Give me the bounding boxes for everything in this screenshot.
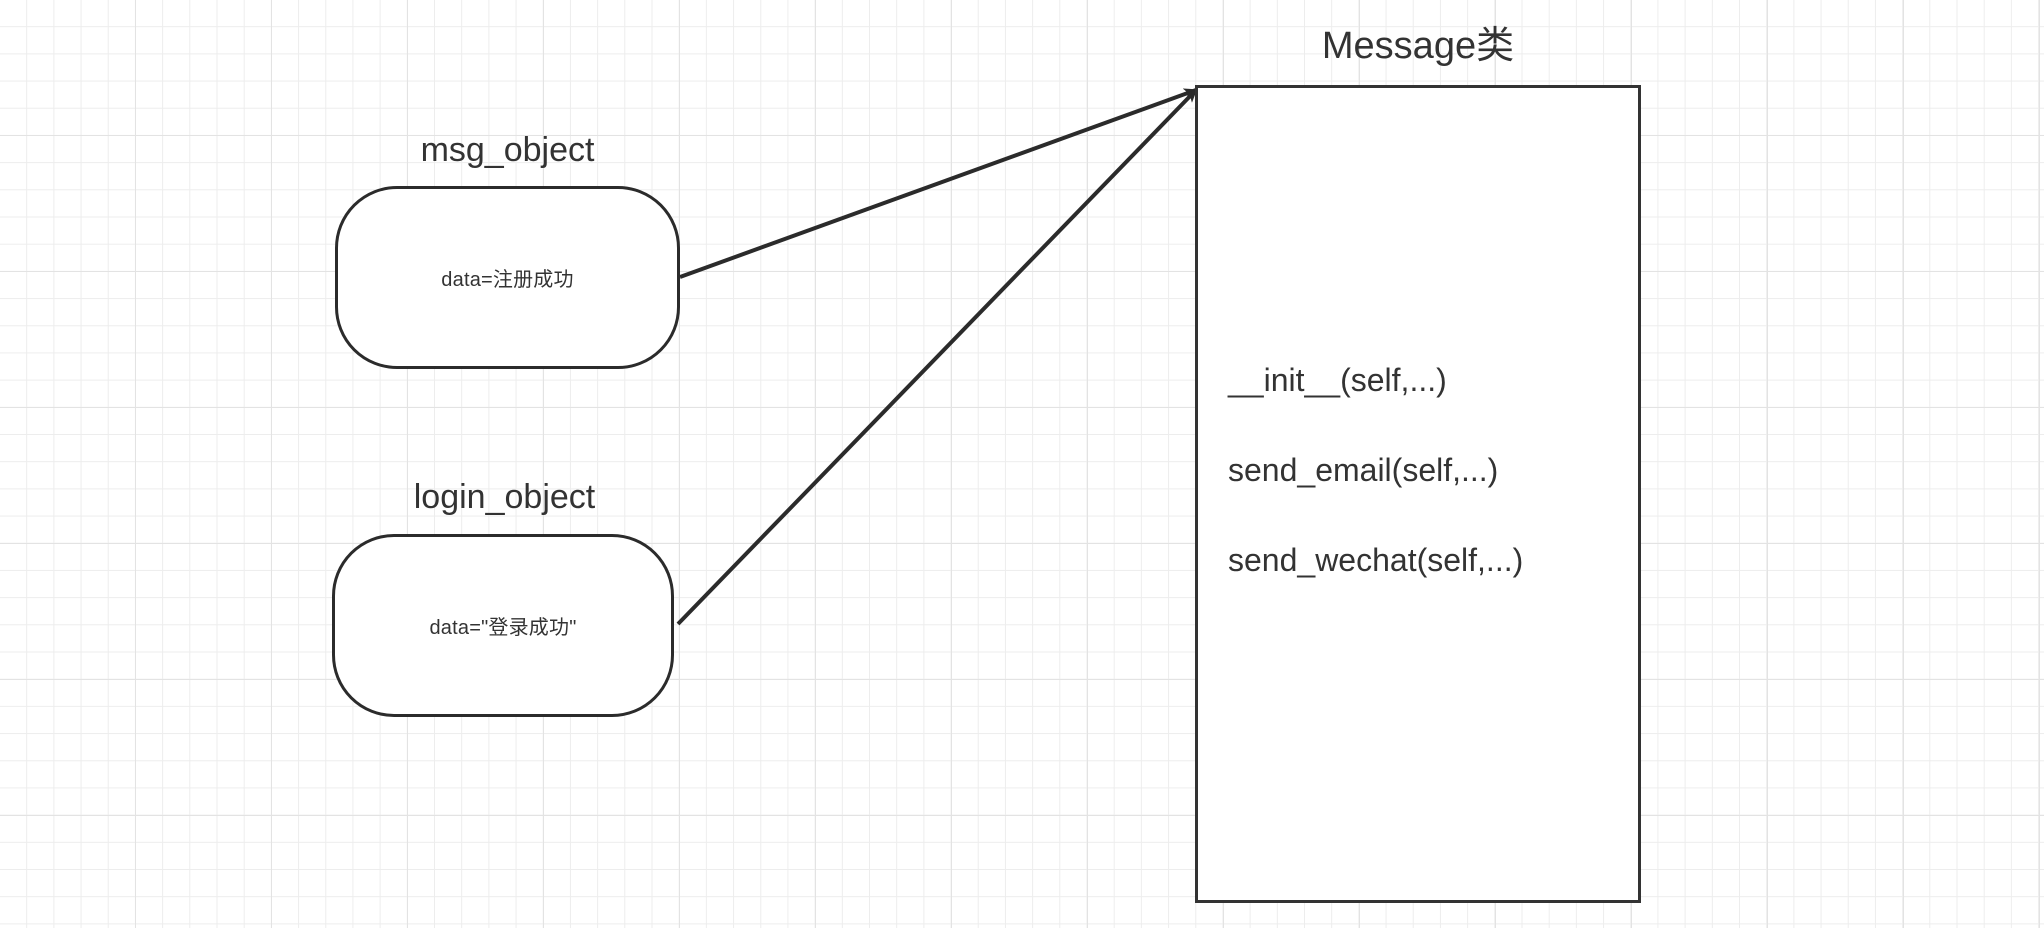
class-title-message: Message类 [1321,25,1515,67]
class-method-list: __init__(self,...) send_email(self,...) … [1228,335,1523,605]
node-msg-object-text: data=注册成功 [441,269,574,291]
node-login-object-text: data="登录成功" [429,617,577,639]
class-method-init[interactable]: __init__(self,...) [1228,362,1447,398]
class-method-send-email[interactable]: send_email(self,...) [1228,452,1499,488]
node-msg-object[interactable]: data=注册成功 [335,186,680,369]
node-login-object[interactable]: data="登录成功" [332,534,674,717]
class-method-send-wechat[interactable]: send_wechat(self,...) [1228,542,1524,578]
arrow-msg-object-to-message-class [679,88,1198,279]
class-box-message[interactable] [1195,85,1641,903]
caption-msg-object: msg_object [420,131,595,169]
arrow-login-object-to-message-class [676,88,1198,626]
caption-login-object: login_object [413,478,596,516]
